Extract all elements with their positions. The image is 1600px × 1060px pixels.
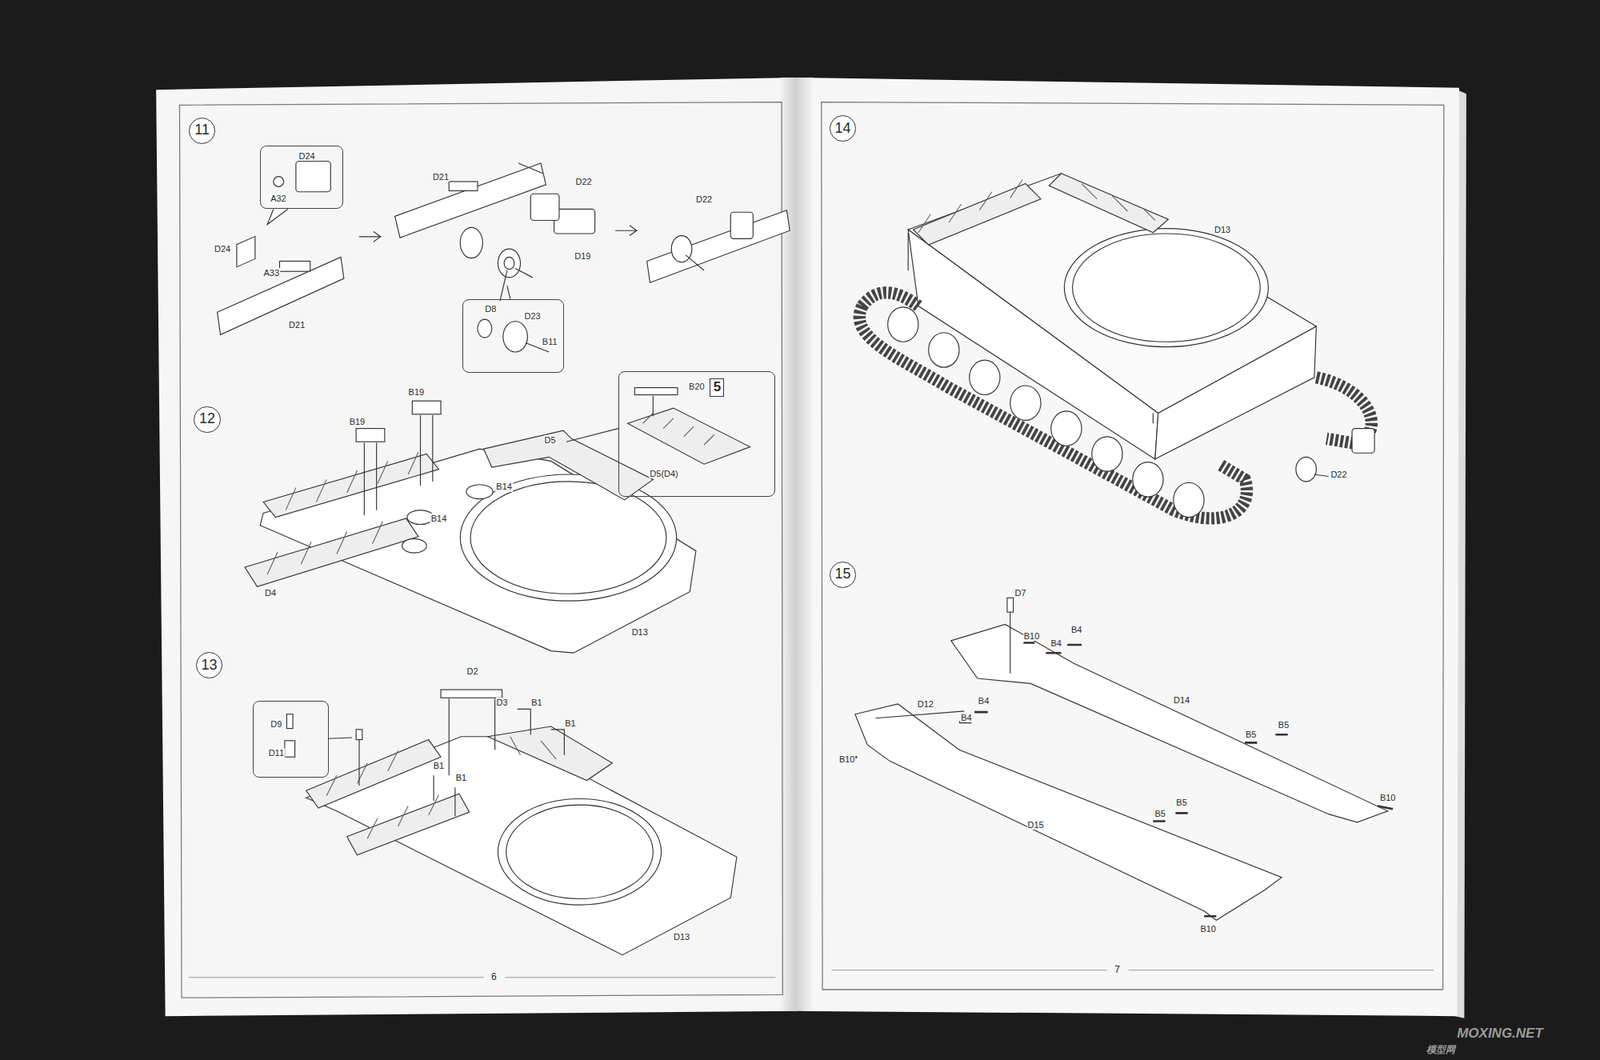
part-number: D4 — [264, 588, 277, 598]
part-number: B19 — [408, 387, 426, 397]
part-number: B11 — [541, 336, 559, 347]
step-number: 14 — [829, 115, 856, 142]
part-number: D21 — [432, 172, 450, 182]
callout-box: B20D5(D4) 5 — [618, 371, 776, 497]
part-number: B10 — [838, 754, 856, 764]
part-number: D5 — [543, 435, 556, 445]
callout-box: D24A32 — [260, 145, 343, 209]
part-number: D22 — [574, 176, 592, 187]
part-number: B14 — [495, 481, 513, 492]
part-number: B4 — [977, 696, 990, 706]
part-number: D21 — [288, 320, 306, 330]
step-number: 13 — [196, 652, 223, 679]
page-number: 6 — [490, 972, 498, 983]
part-number: B10 — [1023, 631, 1041, 641]
part-number: D8 — [484, 304, 497, 314]
step-number-text: 12 — [198, 411, 216, 428]
part-number: B19 — [348, 416, 367, 427]
part-number: A32 — [269, 193, 288, 204]
part-number: B10 — [1199, 924, 1217, 934]
part-number: B5 — [1154, 808, 1167, 819]
part-number: B14 — [430, 513, 448, 524]
part-number: B4 — [1070, 624, 1083, 635]
quantity-box: 5 — [709, 378, 724, 397]
step-number: 15 — [829, 561, 856, 588]
step-number: 11 — [188, 117, 216, 144]
part-number: D7 — [1013, 588, 1027, 598]
part-number: D23 — [523, 311, 541, 321]
step-number: 12 — [193, 406, 220, 433]
part-number: D15 — [1027, 820, 1045, 830]
watermark: 模型网 — [1425, 1044, 1456, 1056]
part-number: D13 — [631, 626, 649, 636]
part-number: B1 — [432, 760, 445, 771]
part-number: B1 — [530, 697, 543, 708]
part-number: D9 — [269, 719, 283, 729]
part-number: D24 — [298, 151, 316, 161]
step-number-text: 15 — [834, 566, 852, 583]
callout-box: D9D11 — [252, 700, 328, 778]
part-number: B5 — [1244, 729, 1257, 740]
part-number: B1 — [564, 718, 576, 728]
part-number: B4 — [1049, 638, 1062, 648]
part-number: D13 — [672, 932, 691, 942]
part-number: D3 — [496, 697, 509, 708]
part-number: B20 — [688, 381, 706, 392]
step-number-text: 14 — [834, 120, 852, 137]
watermark: MOXING.NET — [1456, 1026, 1544, 1042]
part-number: D24 — [213, 244, 232, 254]
part-number: 5 — [712, 380, 722, 396]
part-number: B5 — [1277, 720, 1290, 730]
step-number-text: 13 — [200, 657, 218, 674]
part-number: B4 — [960, 712, 972, 723]
part-number: D12 — [916, 699, 935, 709]
part-number: B1 — [455, 772, 468, 783]
part-number: B10 — [1379, 792, 1397, 803]
part-number: D11 — [268, 748, 285, 758]
part-number: A33 — [262, 268, 280, 278]
part-number: D22 — [695, 194, 713, 204]
callout-box: D8D23B11 — [462, 299, 565, 373]
part-number: D2 — [466, 666, 480, 676]
part-number: B5 — [1175, 797, 1188, 808]
step-number-text: 11 — [193, 122, 211, 139]
part-number: D14 — [1172, 695, 1191, 705]
page-number: 7 — [1113, 964, 1121, 976]
part-number: D19 — [573, 251, 592, 261]
part-number: D5(D4) — [648, 468, 679, 479]
part-number: D13 — [1213, 224, 1232, 235]
part-number: D22 — [1329, 469, 1348, 480]
